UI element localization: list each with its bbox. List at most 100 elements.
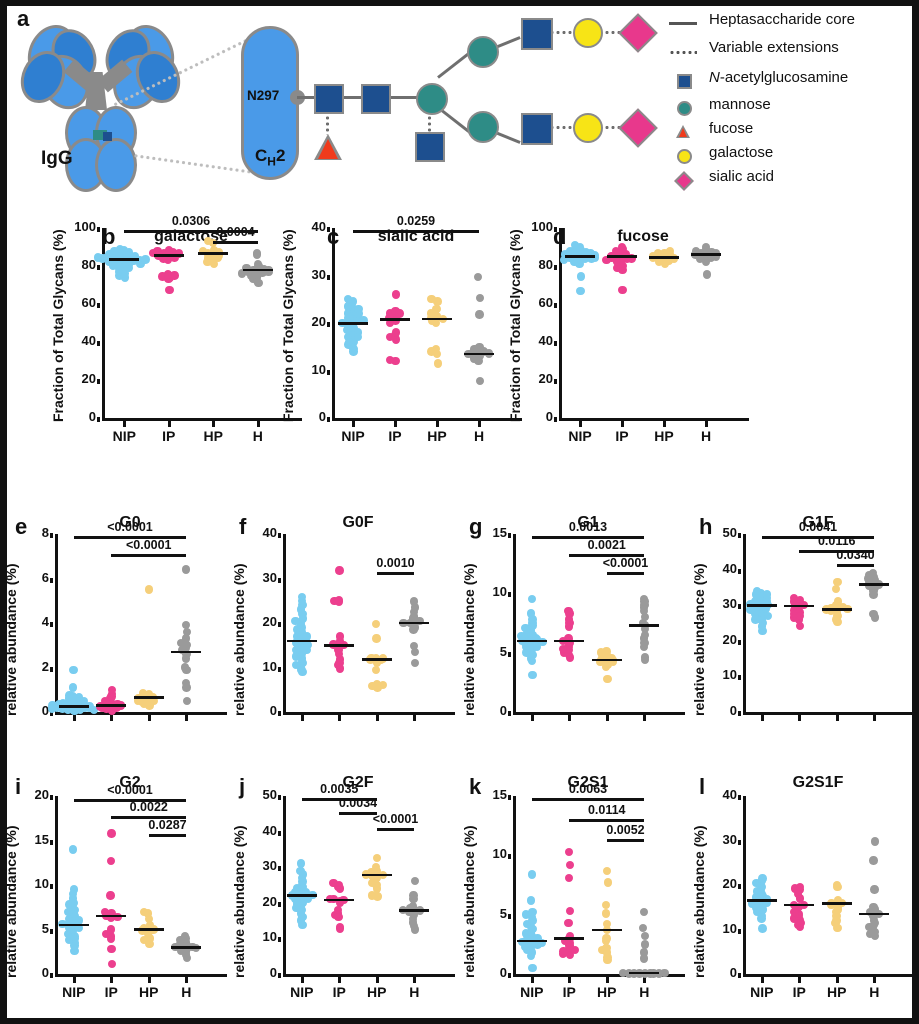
significance-bar — [569, 818, 645, 822]
data-point — [526, 922, 535, 931]
data-point — [93, 253, 103, 262]
y-tick-label: 40 — [311, 219, 326, 234]
data-point — [301, 887, 311, 897]
y-tick-f — [278, 533, 281, 538]
y-axis-label-c: Fraction of Total Glycans (%) — [280, 229, 296, 422]
p-value-label: 0.0034 — [338, 796, 378, 811]
data-point — [475, 294, 484, 303]
y-tick-label: 100 — [74, 219, 96, 234]
y-axis-f — [283, 534, 286, 714]
significance-bar — [124, 229, 258, 233]
data-point — [343, 295, 352, 304]
data-point — [479, 347, 488, 356]
panel-letter-h: h — [699, 514, 713, 539]
median-line — [629, 971, 660, 975]
panel-letter-j: j — [239, 774, 246, 799]
y-tick-label: 0 — [269, 965, 277, 980]
significance-bar — [353, 230, 479, 234]
median-line — [58, 705, 89, 708]
y-tick-label: 0 — [729, 965, 737, 980]
data-point — [590, 253, 600, 262]
p-value-label: 0.0116 — [817, 534, 856, 549]
y-tick-l — [738, 795, 741, 800]
legend-label: mannose — [709, 96, 771, 113]
p-value-label: 0.0022 — [129, 800, 168, 815]
median-line — [171, 946, 202, 949]
p-value-label: 0.0114 — [587, 802, 626, 817]
data-point — [832, 916, 841, 925]
data-point — [85, 702, 94, 711]
data-point — [410, 607, 419, 617]
data-point — [756, 909, 766, 919]
y-tick-label: 50 — [722, 525, 737, 540]
data-point — [344, 337, 353, 347]
p-value-label: 0.0287 — [148, 818, 187, 833]
ch2-label: CH2 — [255, 146, 286, 169]
y-tick-label: 20 — [311, 314, 326, 329]
x-tick — [605, 715, 609, 721]
figure-canvas: a IgG — [3, 6, 915, 1018]
median-line — [629, 624, 660, 627]
y-tick-k — [508, 973, 511, 978]
panel-letter-k: k — [469, 774, 482, 799]
data-point — [639, 954, 649, 963]
y-tick-i — [50, 795, 53, 800]
x-tick — [338, 715, 342, 721]
data-point — [253, 259, 262, 269]
median-line — [399, 621, 430, 625]
data-point — [833, 577, 842, 587]
median-line — [784, 903, 815, 907]
data-point — [865, 929, 874, 939]
data-point — [611, 246, 621, 255]
data-point — [758, 874, 767, 883]
data-point — [576, 286, 585, 295]
data-point — [378, 681, 388, 690]
y-tick-e — [50, 533, 53, 538]
y-tick-label: 20 — [262, 893, 277, 909]
median-line — [198, 252, 229, 255]
data-point — [521, 623, 530, 632]
data-point — [640, 653, 650, 662]
data-point — [293, 898, 302, 907]
legend-label: N-acetylglucosamine — [709, 69, 849, 86]
median-line — [361, 873, 392, 877]
data-point — [639, 618, 648, 628]
y-tick-k — [508, 795, 511, 800]
data-point — [431, 318, 441, 328]
data-point — [602, 256, 611, 265]
data-point — [560, 256, 569, 265]
data-point — [68, 889, 78, 899]
data-point — [870, 931, 880, 941]
panel-letter-b: b — [102, 224, 116, 249]
data-point — [618, 968, 627, 977]
data-point — [641, 931, 650, 941]
data-point — [756, 880, 766, 890]
y-tick-l — [738, 928, 741, 934]
x-axis-b — [102, 418, 302, 421]
x-tick-label: HP — [427, 428, 447, 444]
data-point — [795, 621, 805, 631]
p-value-label: 0.0063 — [568, 782, 608, 797]
median-line — [96, 914, 127, 918]
data-point — [532, 642, 541, 651]
y-tick-e — [50, 711, 53, 716]
median-line — [746, 604, 777, 607]
data-point — [415, 616, 424, 625]
x-axis-f — [283, 712, 455, 715]
data-point — [517, 631, 526, 641]
data-point — [795, 916, 805, 925]
data-point — [242, 263, 251, 273]
data-point — [124, 247, 134, 256]
data-point — [165, 285, 174, 294]
y-tick-h — [738, 675, 741, 681]
data-point — [474, 356, 483, 366]
data-point — [64, 929, 73, 939]
y-tick-d — [554, 379, 557, 384]
data-point — [528, 671, 537, 680]
data-point — [65, 914, 74, 923]
data-point — [106, 856, 116, 866]
data-point — [409, 641, 419, 651]
x-tick — [375, 715, 379, 721]
x-tick-label: IP — [615, 428, 629, 444]
data-point — [297, 641, 307, 650]
